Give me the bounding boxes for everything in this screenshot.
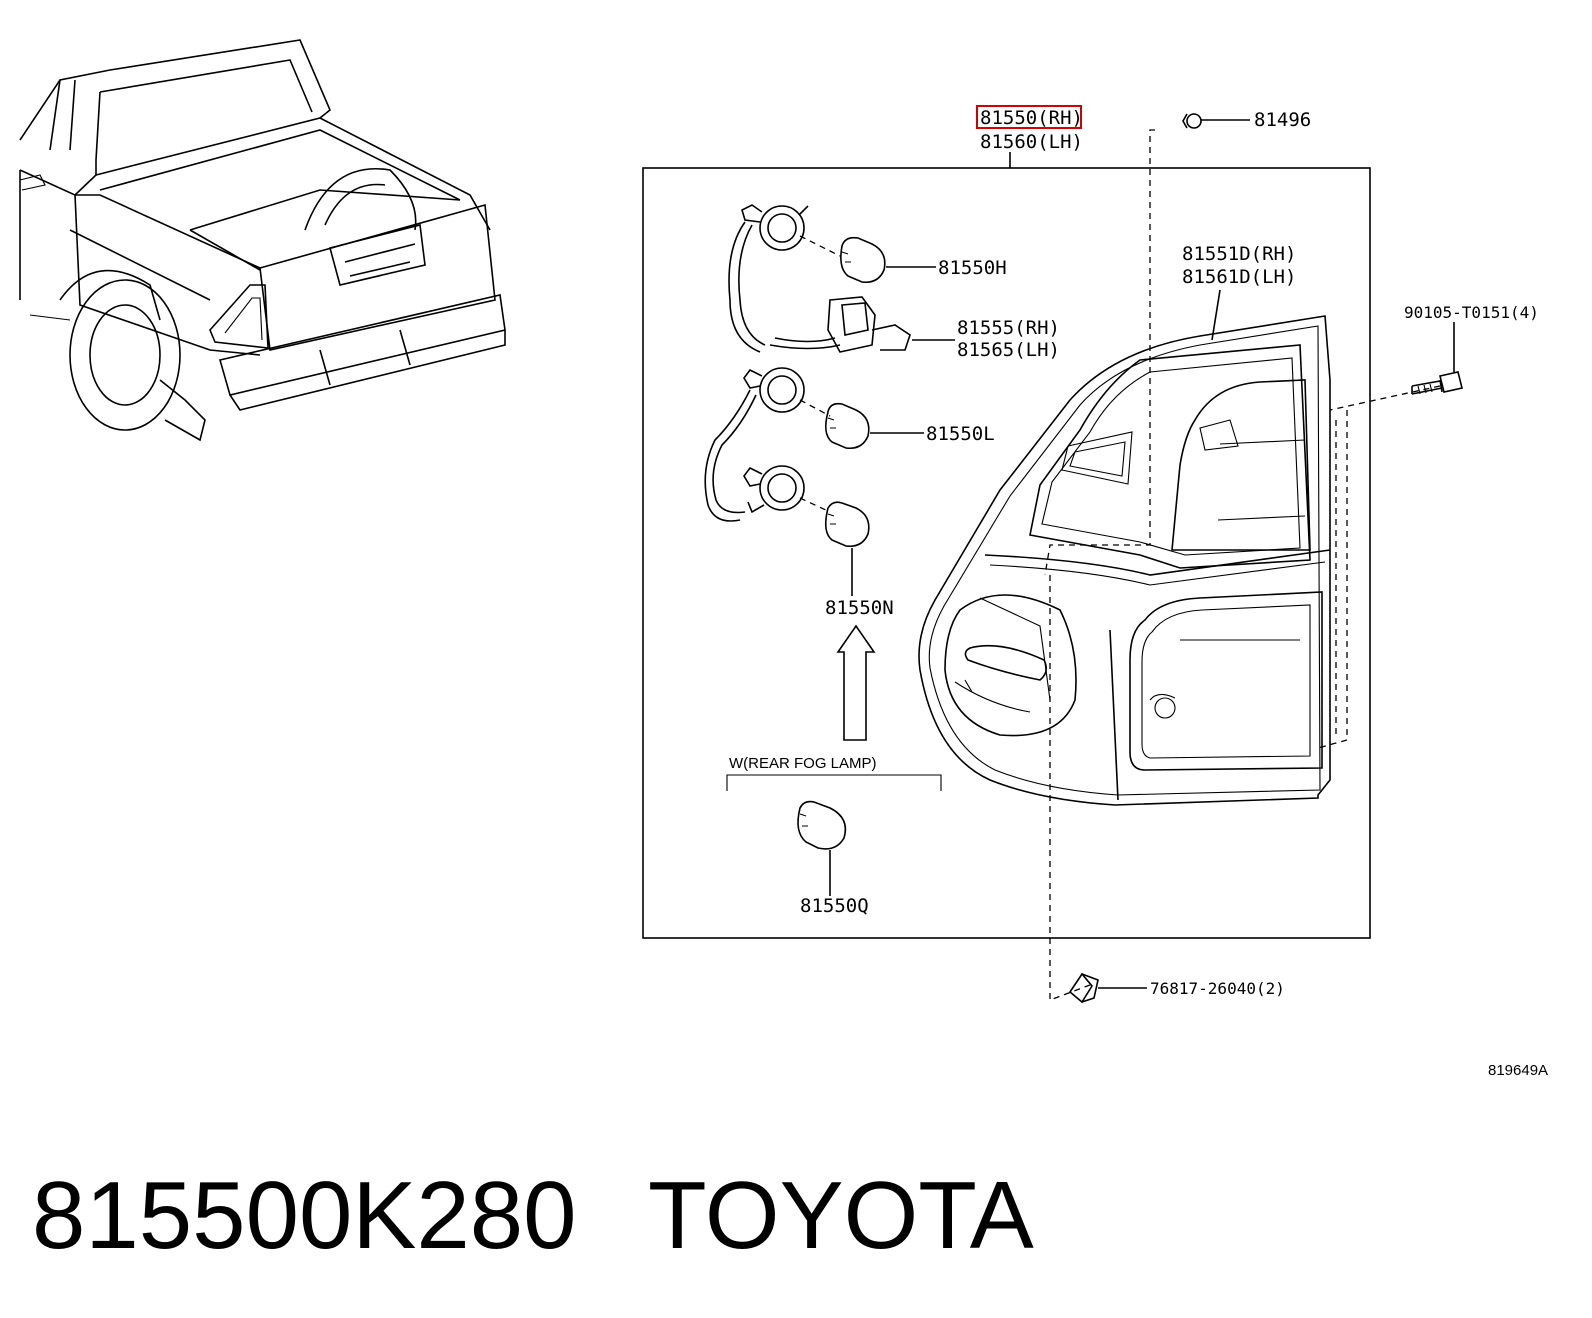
bulb-n [799,497,870,596]
nut-leader-dashed [1044,129,1155,576]
label-main-rh: 81550(RH) [980,107,1083,129]
label-socket-lh: 81565(LH) [957,339,1060,361]
clip-76817 [1068,972,1147,1004]
label-lens-rh: 81551D(RH) [1182,243,1296,265]
bulb-h [799,235,936,284]
footer-brand: TOYOTA [648,1162,1034,1269]
bulb-q [797,800,847,896]
truck-illustration [19,39,506,442]
label-bulb-l: 81550L [926,423,995,445]
clip-leader-dashed [1049,575,1091,1001]
label-socket-rh: 81555(RH) [957,317,1060,339]
label-lens-lh: 81561D(LH) [1182,266,1296,288]
main-part-highlight [976,105,1082,129]
assembly-frame [642,167,1371,939]
label-bulb-q: 81550Q [800,895,869,917]
label-drawing-code: 819649A [1488,1062,1548,1079]
bulb-l [799,399,924,450]
label-nut: 81496 [1254,109,1311,131]
fog-lamp-bracket [726,774,942,791]
label-fog-note: W(REAR FOG LAMP) [729,755,877,772]
label-main-lh: 81560(LH) [980,131,1083,153]
lens-leader [1211,289,1221,341]
footer-part-number: 815500K280 [32,1162,577,1269]
socket-wiring [704,204,911,522]
screw-90105 [1411,322,1463,395]
tail-lamp-housing [918,315,1331,806]
label-bulb-n: 81550N [825,597,894,619]
label-clip: 76817-26040(2) [1150,979,1285,998]
label-bulb-h: 81550H [938,257,1007,279]
screw-leader-dashed [1329,385,1441,411]
nut-81496 [1182,113,1250,129]
fog-lamp-arrow [836,624,876,741]
label-screw: 90105-T0151(4) [1404,303,1539,322]
screw-vertical-dashed [1317,410,1348,749]
